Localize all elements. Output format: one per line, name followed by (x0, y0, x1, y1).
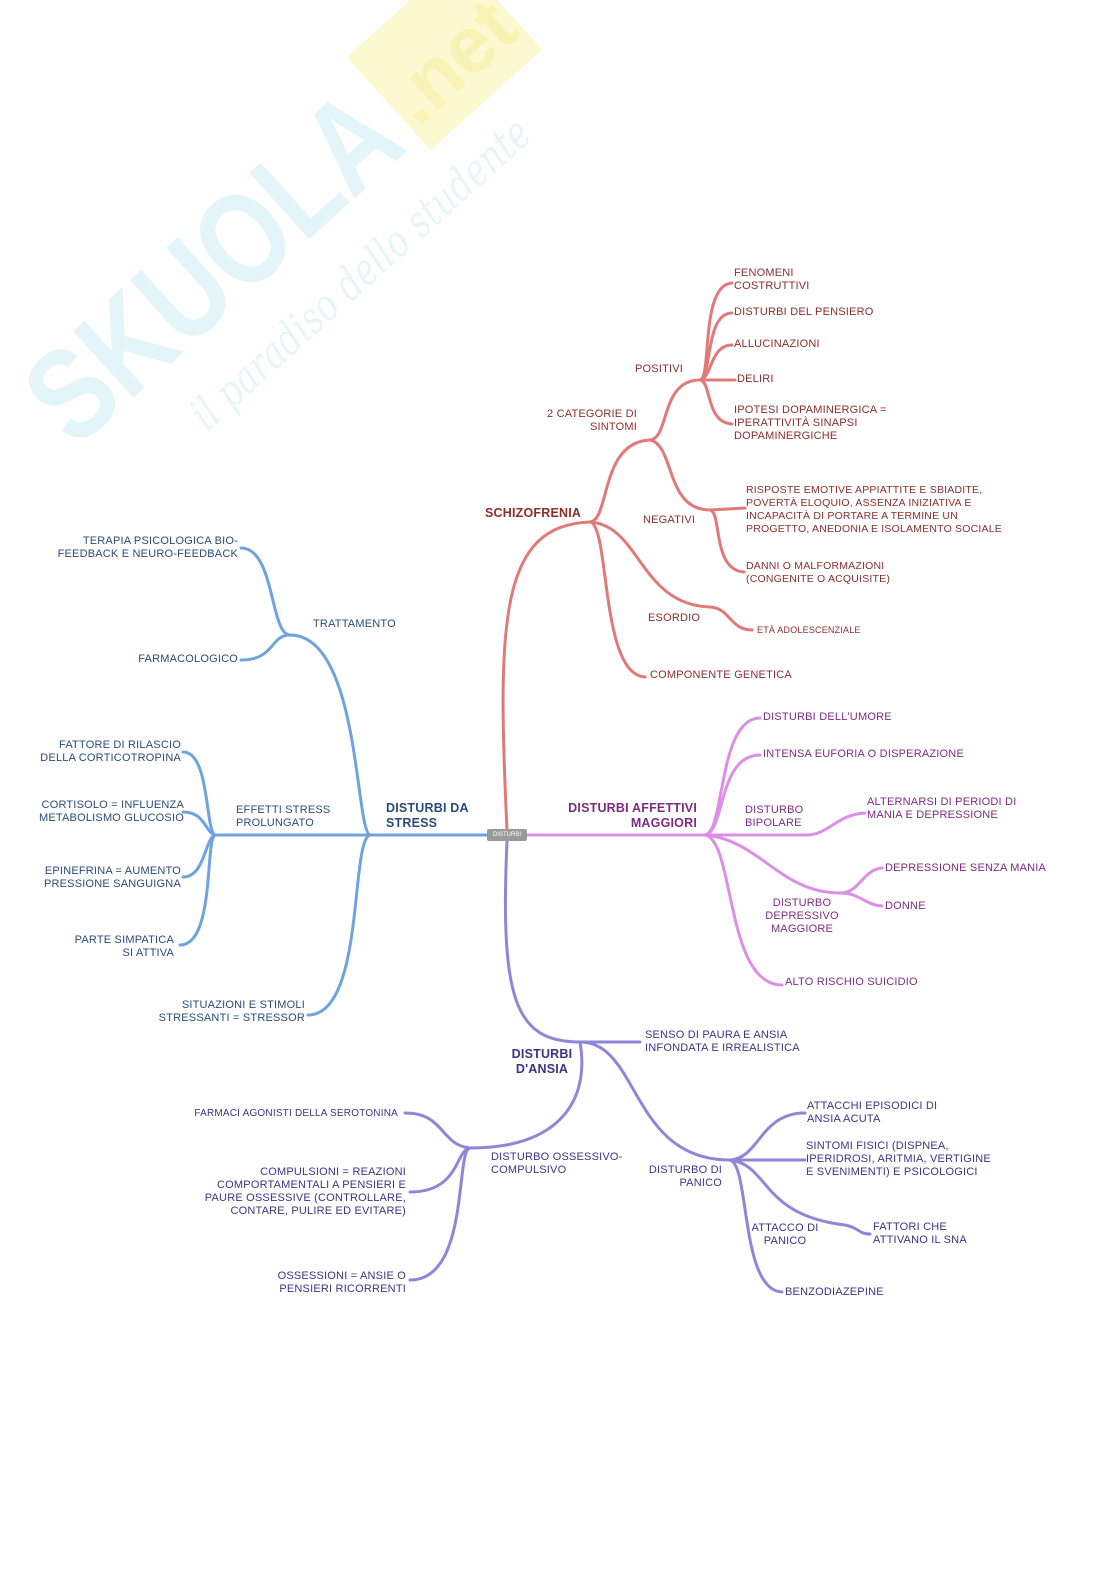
node-positivi[interactable]: POSITIVI (635, 363, 684, 375)
stress-branch (178, 546, 489, 1017)
node-panico[interactable]: DISTURBO DI PANICO (648, 1164, 722, 1189)
skuola-watermark-logo: SKUOLA .net il paradiso dello studente (0, 0, 543, 471)
affettivi-branch (525, 716, 884, 987)
ansia-branch (403, 839, 872, 1294)
leaf-risposte[interactable]: RISPOSTE EMOTIVE APPIATTITE E SBIADITE, … (746, 484, 1002, 535)
node-negativi[interactable]: NEGATIVI (643, 514, 696, 526)
leaf-terapia[interactable]: TERAPIA PSICOLOGICA BIO- FEEDBACK E NEUR… (57, 535, 238, 560)
leaf-allucinazioni[interactable]: ALLUCINAZIONI (734, 338, 820, 350)
leaf-farmaci[interactable]: FARMACI AGONISTI DELLA SEROTONINA (194, 1108, 398, 1119)
leaf-ipotesi[interactable]: IPOTESI DOPAMINERGICA = IPERATTIVITÀ SIN… (734, 404, 887, 442)
leaf-benzodiazepine[interactable]: BENZODIAZEPINE (785, 1286, 884, 1298)
leaf-stressor[interactable]: SITUAZIONI E STIMOLI STRESSANTI = STRESS… (158, 999, 305, 1024)
node-affettivi[interactable]: DISTURBI AFFETTIVI MAGGIORI (568, 801, 697, 830)
leaf-eta[interactable]: ETÀ ADOLESCENZIALE (757, 625, 861, 635)
leaf-sintomi[interactable]: SINTOMI FISICI (DISPNEA, IPERIDROSI, ARI… (806, 1140, 991, 1178)
leaf-disturbi-pensiero[interactable]: DISTURBI DEL PENSIERO (734, 306, 874, 318)
leaf-fenomeni[interactable]: FENOMENI COSTRUTTIVI (734, 267, 810, 292)
leaf-senso[interactable]: SENSO DI PAURA E ANSIA INFONDATA E IRREA… (645, 1029, 800, 1054)
node-effetti[interactable]: EFFETTI STRESS PROLUNGATO (236, 804, 331, 829)
leaf-compulsioni[interactable]: COMPULSIONI = REAZIONI COMPORTAMENTALI A… (204, 1166, 406, 1217)
node-schizofrenia[interactable]: SCHIZOFRENIA (485, 506, 582, 520)
leaf-suicidio[interactable]: ALTO RISCHIO SUICIDIO (785, 976, 918, 988)
node-esordio[interactable]: ESORDIO (648, 612, 701, 624)
leaf-attacchi[interactable]: ATTACCHI EPISODICI DI ANSIA ACUTA (807, 1100, 938, 1125)
leaf-umore[interactable]: DISTURBI DELL'UMORE (763, 711, 892, 723)
node-doc[interactable]: DISTURBO OSSESSIVO- COMPULSIVO (491, 1151, 623, 1176)
central-node[interactable]: DISTURBI (487, 829, 527, 841)
leaf-donne[interactable]: DONNE (885, 900, 926, 912)
node-trattamento[interactable]: TRATTAMENTO (313, 618, 396, 630)
leaf-epinefrina[interactable]: EPINEFRINA = AUMENTO PRESSIONE SANGUIGNA (43, 865, 181, 890)
leaf-ossessioni[interactable]: OSSESSIONI = ANSIE O PENSIERI RICORRENTI (277, 1270, 406, 1295)
leaf-danni[interactable]: DANNI O MALFORMAZIONI (CONGENITE O ACQUI… (746, 560, 891, 585)
node-attacco[interactable]: ATTACCO DI PANICO (751, 1222, 819, 1247)
leaf-deliri[interactable]: DELIRI (737, 373, 774, 385)
node-depressivo[interactable]: DISTURBO DEPRESSIVO MAGGIORE (765, 897, 839, 935)
leaf-genetica[interactable]: COMPONENTE GENETICA (650, 669, 792, 681)
leaf-alternarsi[interactable]: ALTERNARSI DI PERIODI DI MANIA E DEPRESS… (867, 796, 1017, 821)
schizofrenia-branch (501, 281, 754, 832)
leaf-simpatica[interactable]: PARTE SIMPATICA SI ATTIVA (74, 934, 174, 959)
node-stress[interactable]: DISTURBI DA STRESS (386, 801, 469, 830)
leaf-euforia[interactable]: INTENSA EUFORIA O DISPERAZIONE (763, 748, 964, 760)
node-2-categorie[interactable]: 2 CATEGORIE DI SINTOMI (547, 408, 637, 433)
leaf-farmacologico[interactable]: FARMACOLOGICO (138, 653, 238, 665)
leaf-cortisolo[interactable]: CORTISOLO = INFLUENZA METABOLISMO GLUCOS… (39, 799, 184, 824)
node-ansia[interactable]: DISTURBI D'ANSIA (511, 1047, 573, 1076)
node-bipolare[interactable]: DISTURBO BIPOLARE (745, 804, 804, 829)
leaf-senza-mania[interactable]: DEPRESSIONE SENZA MANIA (885, 862, 1047, 874)
leaf-fattori-sna[interactable]: FATTORI CHE ATTIVANO IL SNA (873, 1221, 967, 1246)
leaf-fattore[interactable]: FATTORE DI RILASCIO DELLA CORTICOTROPINA (40, 739, 181, 764)
